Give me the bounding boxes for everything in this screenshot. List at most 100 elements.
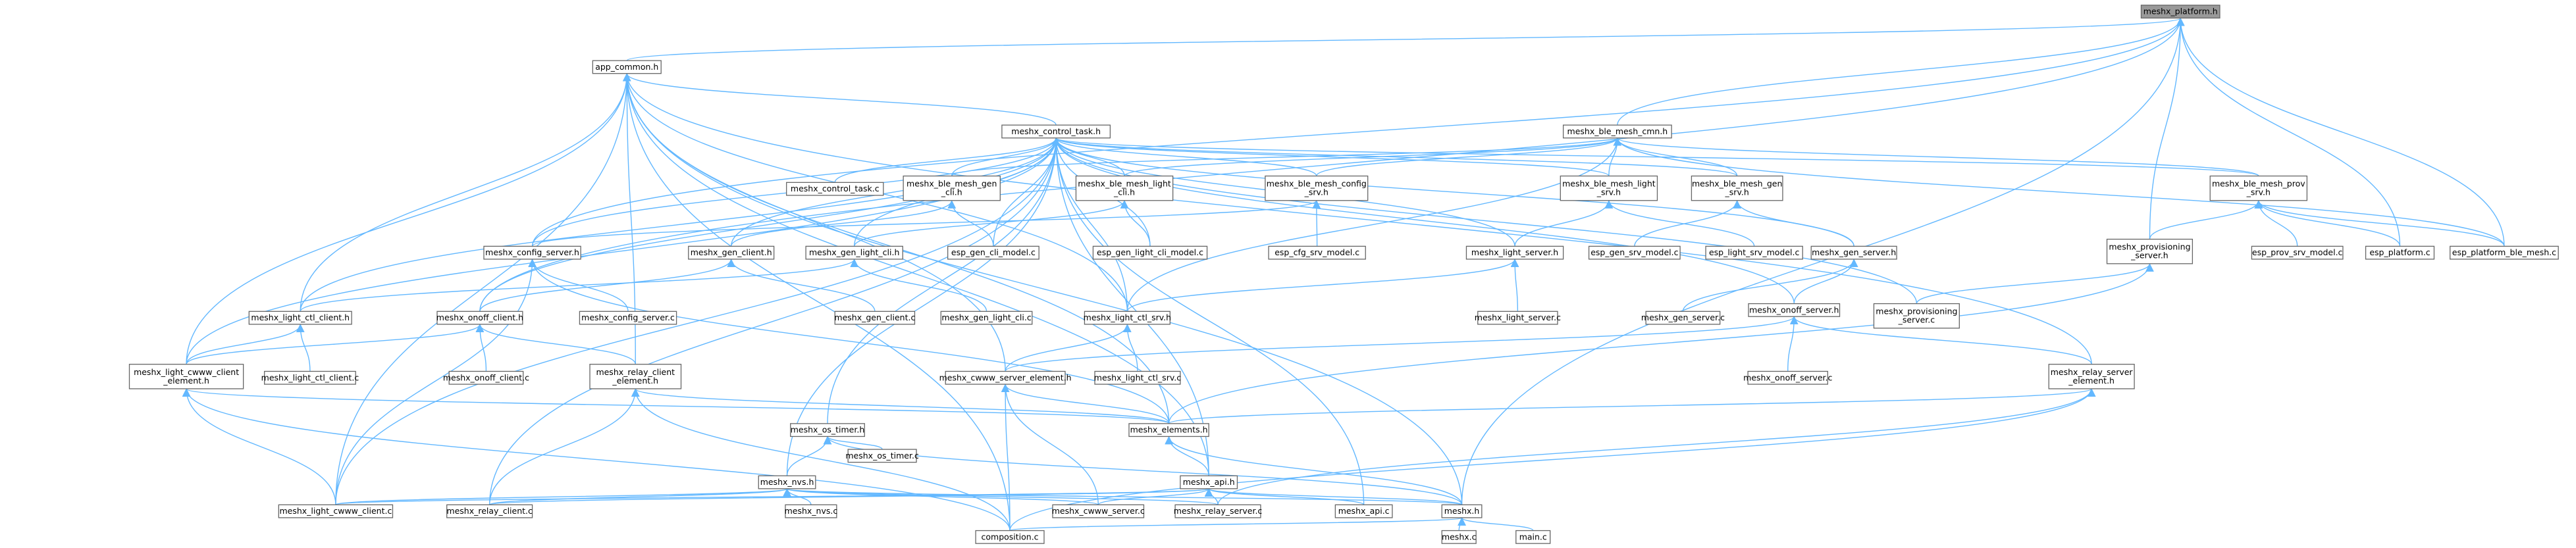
node-meshx-h[interactable]: meshx.h (1441, 504, 1483, 518)
node-esp-platform-c[interactable]: esp_platform.c (2365, 245, 2435, 260)
node-meshx-onoff-server-h[interactable]: meshx_onoff_server.h (1748, 303, 1841, 317)
node-composition-c[interactable]: composition.c (975, 530, 1045, 544)
node-label: meshx_control_task.c (791, 184, 880, 193)
edge-elements-h-to-meshx-h (1165, 436, 1463, 505)
node-meshx-cwww-server-c[interactable]: meshx_cwww_server.c (1052, 504, 1145, 518)
node-meshx-ble-mesh-cmn-h[interactable]: meshx_ble_mesh_cmn.h (1562, 124, 1672, 139)
node-label: _server.h (2130, 251, 2169, 261)
node-meshx-light-ctl-client-c[interactable]: meshx_light_ctl_client.c (261, 370, 359, 385)
node-meshx-gen-server-h[interactable]: meshx_gen_server.h (1810, 245, 1897, 260)
node-esp-gen-srv-model-c[interactable]: esp_gen_srv_model.c (1588, 245, 1681, 260)
node-box (1477, 311, 1558, 325)
node-label: meshx_ble_mesh_light (1078, 179, 1171, 189)
node-meshx-gen-client-h[interactable]: meshx_gen_client.h (688, 245, 775, 260)
edge-gen-client-h-to-onoff-client-h (479, 259, 735, 312)
edge-gen-server-h-to-gen-server-c (1682, 259, 1858, 312)
node-meshx-nvs-c[interactable]: meshx_nvs.c (785, 504, 838, 518)
node-meshx-relay-client-c[interactable]: meshx_relay_client.c (446, 504, 533, 518)
node-meshx-gen-light-cli-c[interactable]: meshx_gen_light_cli.c (940, 311, 1033, 325)
node-meshx-c[interactable]: meshx.c (1441, 530, 1477, 544)
node-meshx-onoff-client-h[interactable]: meshx_onoff_client.h (436, 311, 523, 325)
node-meshx-ble-mesh-gen-cli-h[interactable]: meshx_ble_mesh_gen_cli.h (903, 175, 1001, 201)
node-label: _srv.h (1725, 187, 1749, 197)
node-esp-platform-ble-mesh-c[interactable]: esp_platform_ble_mesh.c (2450, 245, 2559, 260)
node-esp-cfg-srv-model-c[interactable]: esp_cfg_srv_model.c (1268, 245, 1366, 260)
edge-ble-mesh-cmn-to-ble-mesh-light-srv (1608, 137, 1622, 176)
node-meshx-onoff-server-c[interactable]: meshx_onoff_server.c (1743, 370, 1833, 385)
node-meshx-relay-server-element-h[interactable]: meshx_relay_server_element.h (2048, 364, 2135, 389)
node-meshx-light-ctl-srv-c[interactable]: meshx_light_ctl_srv.c (1094, 370, 1181, 385)
node-label: meshx_ble_mesh_gen (1692, 179, 1782, 189)
node-meshx-api-c[interactable]: meshx_api.c (1334, 504, 1393, 518)
edge-onoff-client-h-to-relay-client-element-h (475, 324, 636, 364)
node-label: esp_gen_srv_model.c (1590, 247, 1678, 257)
node-meshx-ble-mesh-gen-srv-h[interactable]: meshx_ble_mesh_gen_srv.h (1691, 175, 1783, 201)
node-meshx-elements-h[interactable]: meshx_elements.h (1128, 423, 1209, 437)
node-label: meshx_onoff_client.c (443, 372, 529, 382)
node-meshx-ble-mesh-light-cli-h[interactable]: meshx_ble_mesh_light_cli.h (1075, 175, 1174, 201)
node-label: meshx_ble_mesh_light (1562, 179, 1656, 189)
node-meshx-platform-h[interactable]: meshx_platform.h (2140, 5, 2221, 19)
node-meshx-provisioning-server-c[interactable]: meshx_provisioning_server.c (1873, 303, 1960, 329)
edge-relay-server-element-h-to-relay-server-c (1217, 388, 2096, 505)
node-box (785, 504, 837, 518)
node-meshx-os-timer-h[interactable]: meshx_os_timer.h (790, 423, 865, 437)
node-box (1562, 124, 1672, 139)
node-meshx-ble-mesh-light-srv-h[interactable]: meshx_ble_mesh_light_srv.h (1560, 175, 1658, 201)
node-box (1747, 370, 1828, 385)
edge-control-task-to-control-task-c (834, 137, 1061, 183)
node-esp-prov-srv-model-c[interactable]: esp_prov_srv_model.c (2251, 245, 2344, 260)
node-meshx-provisioning-server-h[interactable]: meshx_provisioning_server.h (2106, 238, 2194, 264)
node-meshx-api-h[interactable]: meshx_api.h (1180, 475, 1238, 489)
node-meshx-light-ctl-client-h[interactable]: meshx_light_ctl_client.h (248, 311, 352, 325)
node-box (1588, 245, 1681, 260)
node-meshx-config-server-h[interactable]: meshx_config_server.h (483, 245, 581, 260)
node-meshx-ble-mesh-config-srv-h[interactable]: meshx_ble_mesh_config_srv.h (1265, 175, 1369, 201)
node-esp-light-srv-model-c[interactable]: esp_light_srv_model.c (1705, 245, 1803, 260)
node-main-c[interactable]: main.c (1515, 530, 1551, 544)
node-meshx-onoff-client-c[interactable]: meshx_onoff_client.c (443, 370, 529, 385)
node-box (592, 60, 662, 74)
edge-cwww-server-element-h-to-composition-c (1001, 384, 1011, 531)
node-box (1515, 530, 1551, 544)
edge-light-ctl-srv-h-to-cwww-server-element-h (1005, 324, 1132, 372)
node-esp-gen-light-cli-model-c[interactable]: esp_gen_light_cli_model.c (1092, 245, 1208, 260)
node-meshx-light-server-h[interactable]: meshx_light_server.h (1465, 245, 1564, 260)
node-meshx-relay-client-element-h[interactable]: meshx_relay_client_element.h (589, 364, 682, 389)
node-esp-gen-cli-model-c[interactable]: esp_gen_cli_model.c (947, 245, 1039, 260)
node-meshx-nvs-h[interactable]: meshx_nvs.h (758, 475, 816, 489)
node-meshx-os-timer-c[interactable]: meshx_os_timer.c (845, 449, 919, 463)
node-app-common-h[interactable]: app_common.h (592, 60, 662, 74)
edge-onoff-server-h-to-relay-server-element-h (1790, 316, 2092, 364)
edge-gen-light-cli-h-to-gen-light-cli-c (850, 259, 987, 312)
node-box (1334, 504, 1393, 518)
node-meshx-config-server-c[interactable]: meshx_config_server.c (579, 311, 677, 325)
node-meshx-relay-server-c[interactable]: meshx_relay_server.c (1174, 504, 1263, 518)
node-box (1174, 504, 1261, 518)
node-meshx-gen-light-cli-h[interactable]: meshx_gen_light_cli.h (805, 245, 903, 260)
node-meshx-control-task-c[interactable]: meshx_control_task.c (786, 182, 884, 196)
node-meshx-cwww-server-element-h[interactable]: meshx_cwww_server_element.h (939, 370, 1072, 385)
edge-ble-mesh-gen-srv-to-gen-server-h (1733, 200, 1854, 247)
edge-gen-server-h-to-onoff-server-h (1793, 259, 1858, 304)
node-label: esp_prov_srv_model.c (2252, 247, 2343, 257)
node-box (945, 370, 1066, 385)
node-meshx-gen-client-c[interactable]: meshx_gen_client.c (834, 311, 915, 325)
edge-light-cwww-client-element-h-to-light-cwww-client-c (182, 388, 336, 505)
node-box (1873, 303, 1960, 329)
node-meshx-gen-server-c[interactable]: meshx_gen_server.c (1641, 311, 1725, 325)
node-meshx-light-cwww-client-c[interactable]: meshx_light_cwww_client.c (278, 504, 394, 518)
node-meshx-light-ctl-srv-h[interactable]: meshx_light_ctl_srv.h (1084, 311, 1171, 325)
node-box (1748, 303, 1841, 317)
node-label: _element.h (2068, 376, 2115, 386)
edge-ble-mesh-light-srv-to-esp-light-srv-model-c (1604, 200, 1755, 247)
edge-control-task-to-light-cwww-client-c (335, 137, 1061, 505)
node-label: meshx_provisioning (2109, 242, 2190, 252)
node-meshx-control-task-h[interactable]: meshx_control_task.h (1001, 124, 1111, 139)
node-box (1075, 175, 1174, 201)
node-meshx-light-server-c[interactable]: meshx_light_server.c (1475, 311, 1561, 325)
node-meshx-light-cwww-client-element-h[interactable]: meshx_light_cwww_client_element.h (128, 364, 244, 389)
node-box (688, 245, 775, 260)
node-meshx-ble-mesh-prov-srv-h[interactable]: meshx_ble_mesh_prov_srv.h (2209, 175, 2308, 201)
edge-ble-mesh-cmn-to-ble-mesh-config-srv (1316, 137, 1621, 176)
